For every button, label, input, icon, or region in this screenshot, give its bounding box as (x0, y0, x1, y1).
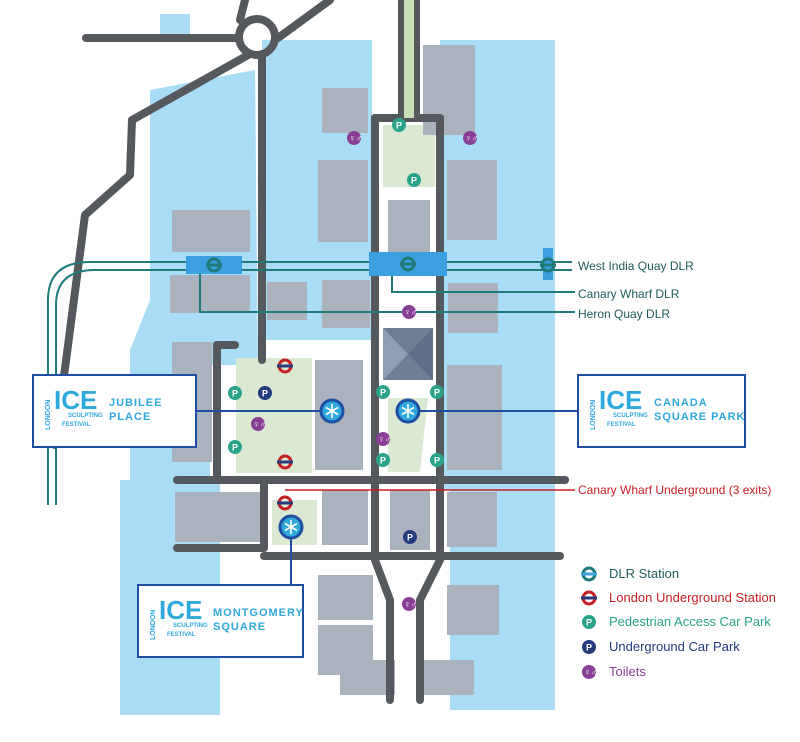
svg-text:♀♂: ♀♂ (465, 133, 479, 143)
underground-car-parks: P P (258, 386, 417, 544)
logo-london-text: LONDON (150, 610, 157, 640)
legend-item-toilets: ♀♂ Toilets (582, 664, 646, 679)
logo-london-text: LONDON (590, 400, 597, 430)
pedestrian-car-parks: P P P P P P P P (228, 118, 444, 467)
svg-text:♀♂: ♀♂ (253, 419, 267, 429)
svg-text:P: P (411, 176, 417, 186)
svg-text:P: P (232, 389, 238, 399)
legend-item-dlr: DLR Station (581, 566, 679, 582)
venue-name-line1: JUBILEE (109, 397, 162, 409)
svg-text:♀♂: ♀♂ (378, 434, 392, 444)
snowflake-icon[interactable] (278, 514, 304, 540)
toilets-icon: ♀♂ (402, 597, 418, 611)
dlr-lines (47, 261, 575, 505)
p-icon: P (258, 386, 272, 400)
p-icon: P (582, 615, 596, 629)
svg-text:♀♂: ♀♂ (349, 133, 363, 143)
toilets-markers: ♀♂ ♀♂ ♀♂ ♀♂ ♀♂ ♀♂ (251, 131, 479, 611)
logo-sculpting-text: SCULPTING (68, 413, 103, 419)
svg-text:♀♂: ♀♂ (404, 599, 418, 609)
venue-name-line2: SQUARE PARK (654, 411, 745, 423)
svg-text:P: P (407, 533, 413, 543)
dlr-roundel-icon (400, 256, 416, 272)
venue-name-line2: SQUARE (213, 621, 266, 633)
venue-name-line2: PLACE (109, 411, 151, 423)
p-icon: P (407, 173, 421, 187)
svg-text:♀♂: ♀♂ (584, 667, 598, 677)
venue-name-line1: CANADA (654, 397, 708, 409)
label-canary-wharf-dlr: Canary Wharf DLR (578, 287, 680, 301)
logo-ice-text: ICE (54, 385, 97, 415)
label-heron-quay: Heron Quay DLR (578, 307, 670, 321)
logo-sculpting-text: SCULPTING (173, 623, 208, 629)
underground-roundel-icon (277, 454, 293, 470)
logo-sculpting-text: SCULPTING (613, 413, 648, 419)
underground-roundel-icon (277, 495, 293, 511)
dlr-roundel-icon (581, 566, 597, 582)
svg-text:P: P (586, 618, 592, 628)
toilets-icon: ♀♂ (347, 131, 363, 145)
toilets-icon: ♀♂ (251, 417, 267, 431)
label-canary-wharf-underground: Canary Wharf Underground (3 exits) (578, 483, 771, 497)
svg-text:P: P (262, 389, 268, 399)
label-west-india-quay: West India Quay DLR (578, 259, 694, 273)
p-icon: P (392, 118, 406, 132)
p-icon: P (376, 385, 390, 399)
snowflake-icon[interactable] (395, 398, 421, 424)
svg-text:London Underground Station: London Underground Station (609, 590, 776, 605)
svg-text:Underground Car Park: Underground Car Park (609, 639, 740, 654)
dlr-roundel-icon (540, 257, 556, 273)
underground-roundel-icon (581, 590, 597, 606)
svg-text:P: P (434, 456, 440, 466)
snowflake-markers[interactable] (278, 398, 421, 540)
underground-roundel-icon (277, 358, 293, 374)
toilets-icon: ♀♂ (402, 305, 418, 319)
svg-text:P: P (586, 643, 592, 653)
logo-ice-text: ICE (599, 385, 642, 415)
svg-text:Toilets: Toilets (609, 664, 646, 679)
p-icon: P (582, 640, 596, 654)
dlr-roundels (206, 256, 556, 273)
p-icon: P (228, 386, 242, 400)
p-icon: P (430, 453, 444, 467)
toilets-icon: ♀♂ (582, 665, 598, 679)
logo-ice-text: ICE (159, 595, 202, 625)
dlr-roundel-icon (206, 257, 222, 273)
legend: DLR Station London Underground Station P… (581, 566, 776, 679)
toilets-icon: ♀♂ (463, 131, 479, 145)
p-icon: P (376, 453, 390, 467)
venue-canada-square-park[interactable]: LONDON ICE SCULPTING FESTIVAL CANADA SQU… (577, 374, 746, 448)
svg-text:P: P (434, 388, 440, 398)
venue-jubilee-place[interactable]: LONDON ICE SCULPTING FESTIVAL JUBILEE PL… (32, 374, 197, 448)
legend-item-underground: London Underground Station (581, 590, 776, 606)
svg-text:DLR Station: DLR Station (609, 566, 679, 581)
legend-item-underground-park: P Underground Car Park (582, 639, 740, 654)
logo-festival-text: FESTIVAL (62, 422, 91, 428)
logo-festival-text: FESTIVAL (607, 422, 636, 428)
legend-item-pedestrian-park: P Pedestrian Access Car Park (582, 614, 771, 629)
underground-roundels (277, 358, 293, 511)
venue-montgomery-square[interactable]: LONDON ICE SCULPTING FESTIVAL MONTGOMERY… (137, 584, 304, 658)
logo-london-text: LONDON (45, 400, 52, 430)
snowflake-icon[interactable] (319, 398, 345, 424)
svg-text:Pedestrian Access Car Park: Pedestrian Access Car Park (609, 614, 771, 629)
p-icon: P (403, 530, 417, 544)
p-icon: P (228, 440, 242, 454)
svg-text:P: P (396, 121, 402, 131)
venue-name-line1: MONTGOMERY (213, 607, 304, 619)
svg-text:P: P (380, 388, 386, 398)
svg-text:P: P (380, 456, 386, 466)
svg-text:♀♂: ♀♂ (404, 307, 418, 317)
p-icon: P (430, 385, 444, 399)
north-road (398, 0, 420, 118)
logo-festival-text: FESTIVAL (167, 632, 196, 638)
svg-text:P: P (232, 443, 238, 453)
toilets-icon: ♀♂ (376, 432, 392, 446)
